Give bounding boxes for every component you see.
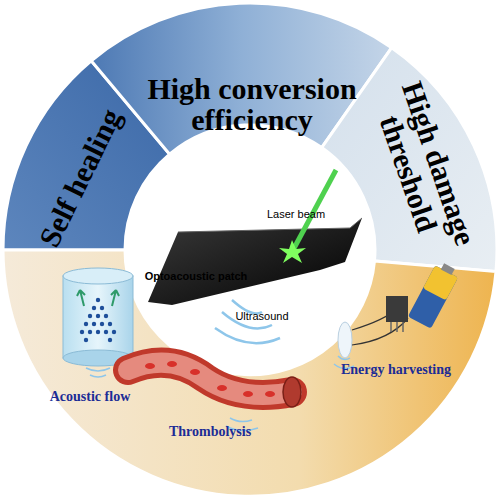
application-label: Thrombolysis xyxy=(169,424,251,440)
laser-spot xyxy=(279,240,306,263)
blood-vessel-icon xyxy=(128,361,301,431)
part-label: Ultrasound xyxy=(235,310,288,322)
application-label: Energy harvesting xyxy=(341,362,451,378)
ultrasound-wave xyxy=(215,328,280,343)
part-label: Optoacoustic patch xyxy=(145,270,248,282)
heading-text: High conversion efficiency xyxy=(127,73,377,136)
optoacoustic-patch xyxy=(148,218,362,305)
part-label: Laser beam xyxy=(267,208,325,220)
center-disc xyxy=(126,126,374,374)
segment-heading: High conversion efficiency xyxy=(127,73,377,136)
patch-edge xyxy=(178,218,362,232)
energy-harvesting-icon xyxy=(334,263,458,368)
application-label: Acoustic flow xyxy=(50,389,131,405)
